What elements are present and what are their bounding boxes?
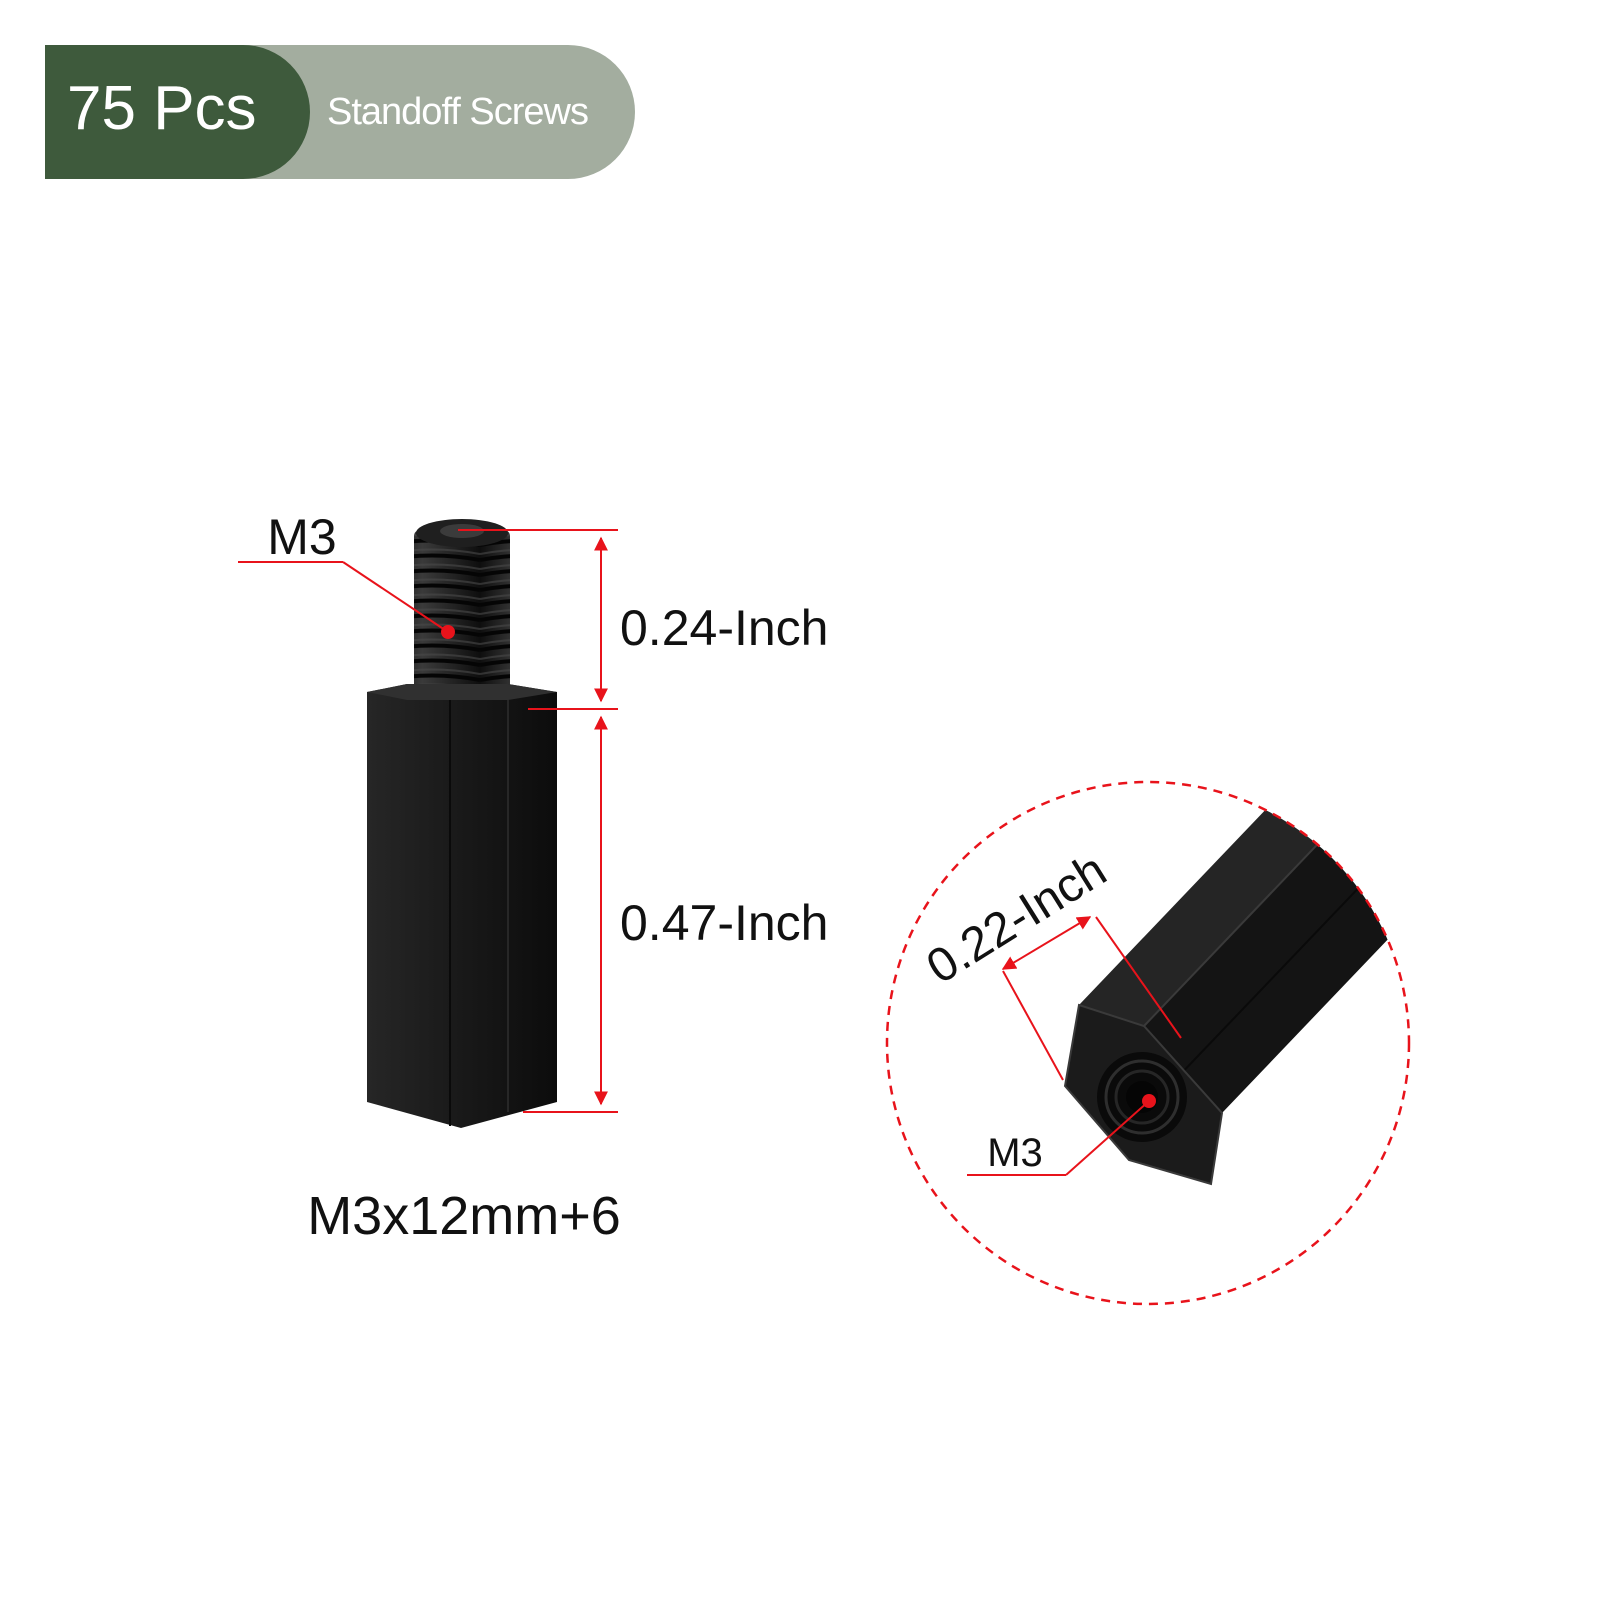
thread-length-label: 0.24-Inch <box>620 600 828 656</box>
product-badge: 75 Pcs Standoff Screws <box>45 45 635 179</box>
end-view-detail <box>885 780 1411 1306</box>
side-thread-label: M3 <box>267 509 336 565</box>
end-thread-label: M3 <box>987 1131 1043 1175</box>
hex-face-upper <box>1079 782 1409 1026</box>
thread-marker-dot <box>441 625 455 639</box>
badge-count-pill <box>45 45 310 179</box>
badge-label: Standoff Screws <box>327 91 589 133</box>
size-caption: M3x12mm+6 <box>307 1186 621 1246</box>
thread-stud <box>414 519 510 735</box>
zoom-circle <box>885 780 1411 1306</box>
end-thread-marker-dot <box>1142 1094 1156 1108</box>
badge-count: 75 Pcs <box>67 74 257 143</box>
standoff-side-view <box>367 519 557 1128</box>
hex-body <box>367 684 557 1128</box>
end-dimension-lines <box>967 916 1182 1176</box>
side-dimension-lines <box>238 529 618 1113</box>
body-length-label: 0.47-Inch <box>620 895 828 951</box>
